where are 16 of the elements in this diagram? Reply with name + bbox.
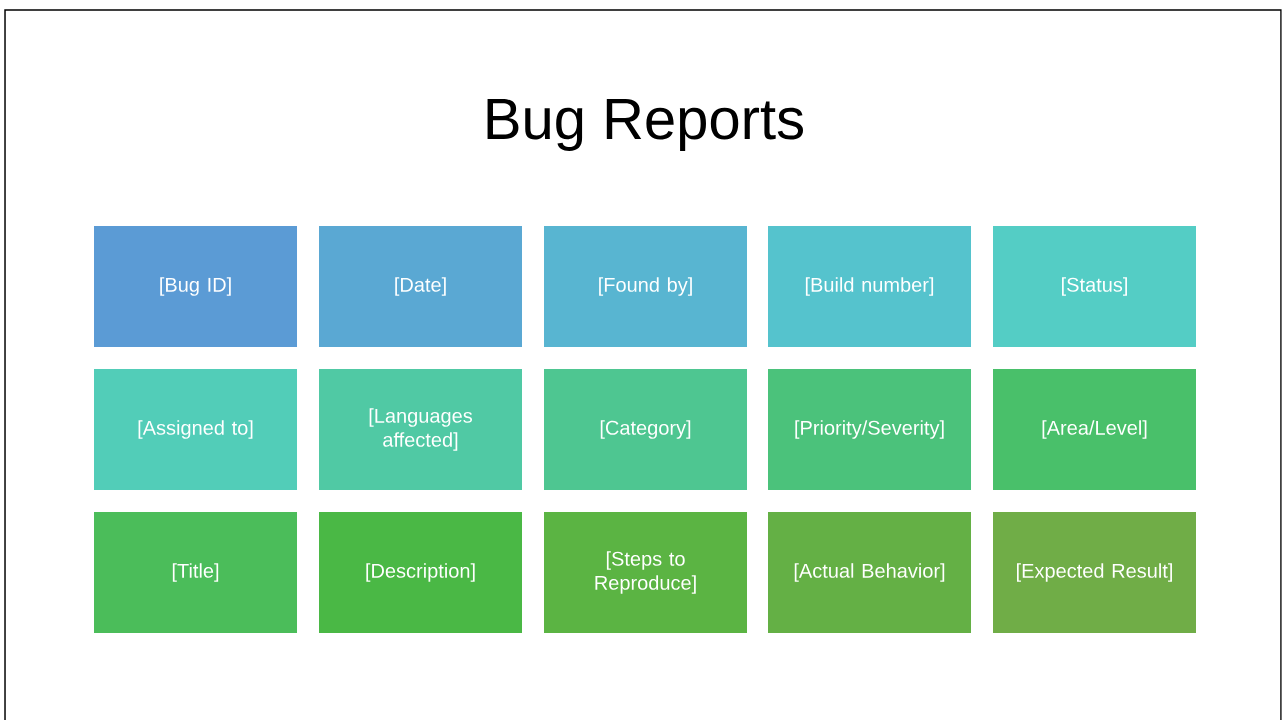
field-box: [Expected Result] — [993, 512, 1196, 633]
field-box: [Build number] — [768, 226, 971, 347]
field-box: [Status] — [993, 226, 1196, 347]
field-box: [Date] — [319, 226, 522, 347]
field-box: [Actual Behavior] — [768, 512, 971, 633]
field-box: [Priority/Severity] — [768, 369, 971, 490]
field-box: [Languages affected] — [319, 369, 522, 490]
field-box: [Area/Level] — [993, 369, 1196, 490]
title: Bug Reports — [487, 99, 803, 151]
field-box: [Title] — [94, 512, 297, 633]
field-box: [Assigned to] — [94, 369, 297, 490]
field-box: [Description] — [319, 512, 522, 633]
field-box: [Steps to Reproduce] — [544, 512, 747, 633]
field-box: [Category] — [544, 369, 747, 490]
field-box: [Bug ID] — [94, 226, 297, 347]
field-box: [Found by] — [544, 226, 747, 347]
